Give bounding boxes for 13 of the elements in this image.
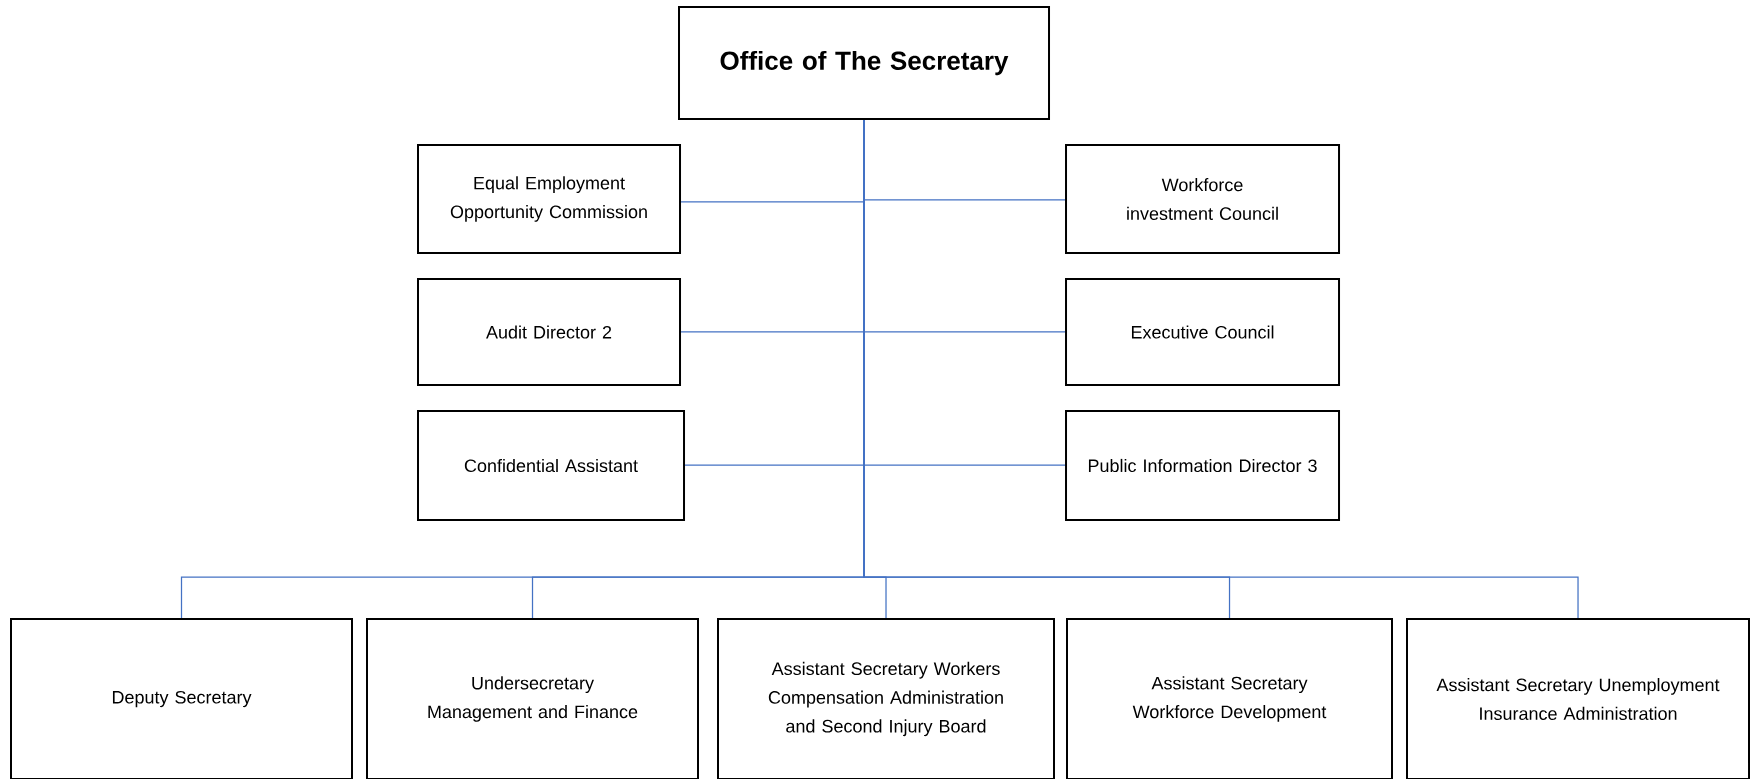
org-box: Assistant Secretary Workforce Development — [1066, 618, 1394, 779]
org-box: Undersecretary Management and Finance — [366, 618, 699, 779]
org-box: Executive Council — [1065, 278, 1340, 386]
title-box: Office of The Secretary — [678, 6, 1050, 120]
org-box: Audit Director 2 — [417, 278, 681, 386]
org-box: Confidential Assistant — [417, 410, 685, 521]
org-box: Equal Employment Opportunity Commission — [417, 144, 681, 254]
connector-line — [863, 119, 1579, 619]
org-box: Workforce investment Council — [1065, 144, 1340, 254]
org-box: Assistant Secretary Unemployment Insurance Administration — [1406, 618, 1750, 779]
org-box: Public Information Director 3 — [1065, 410, 1340, 521]
org-box: Assistant Secretary Workers Compensation Administration and Second Injury Board — [717, 618, 1055, 779]
org-box: Deputy Secretary — [10, 618, 353, 779]
